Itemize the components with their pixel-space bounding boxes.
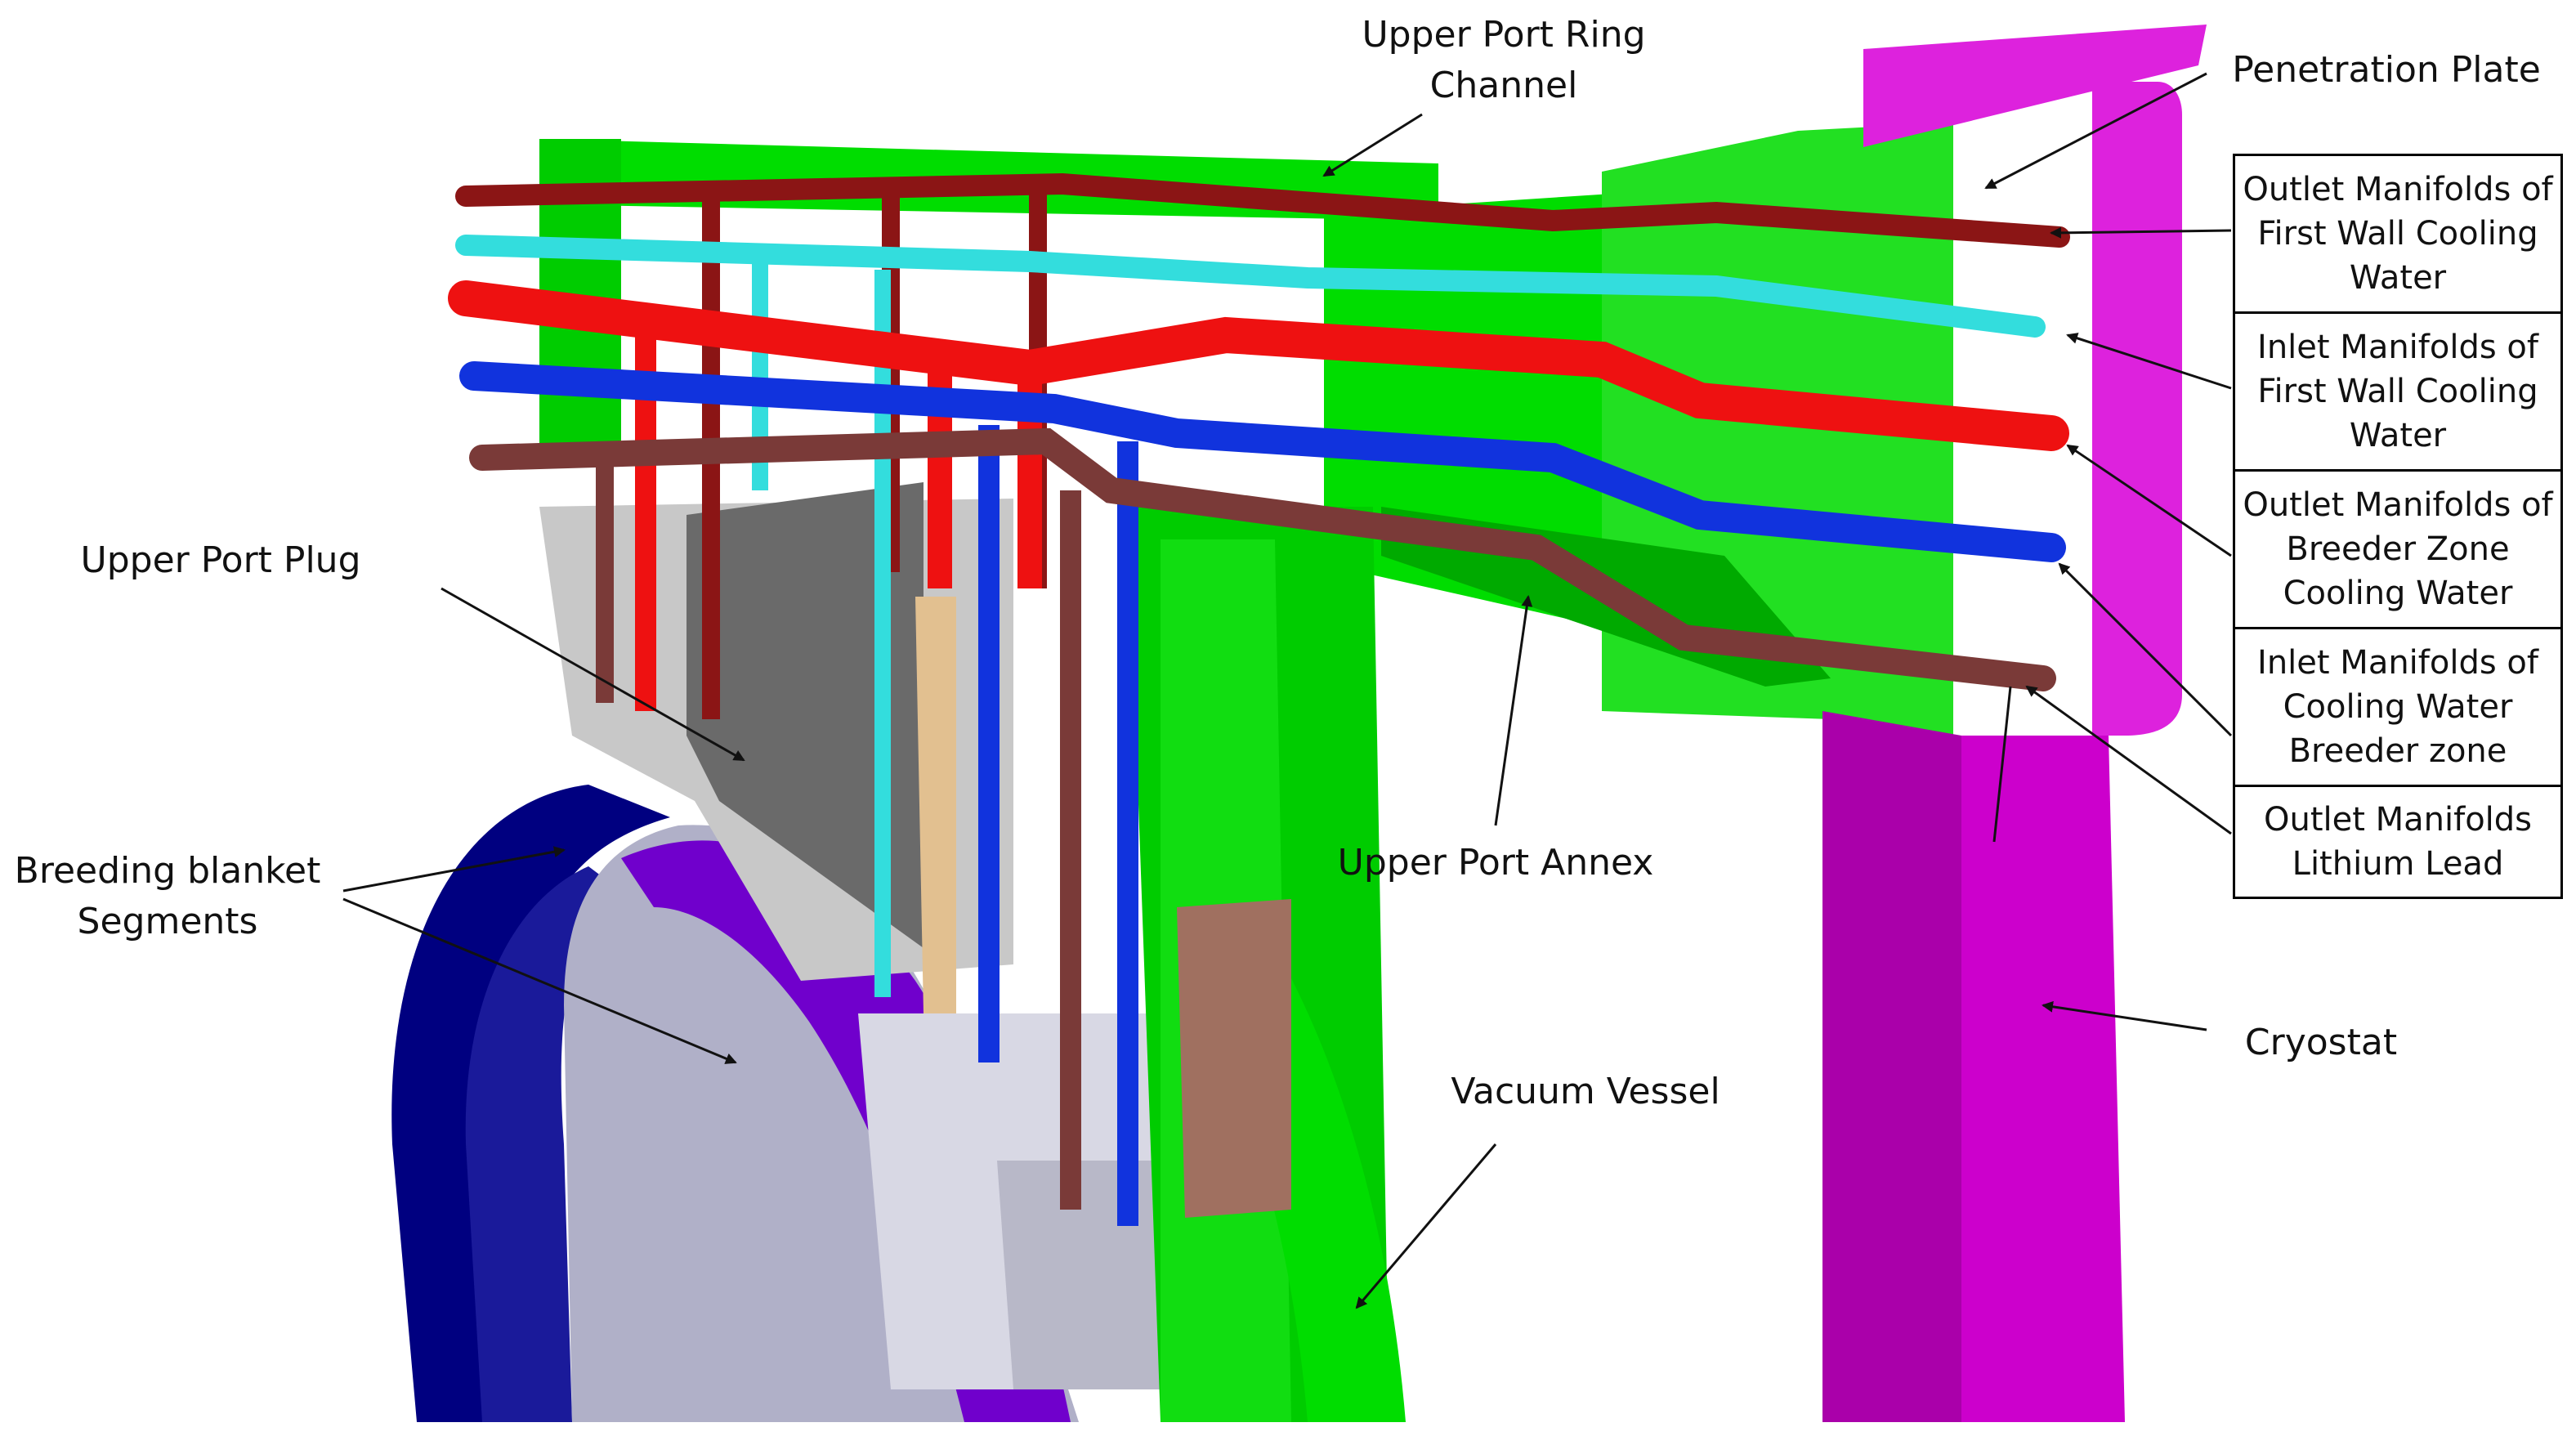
box-outlet-lithium-lead: Outlet Manifolds Lithium Lead — [2233, 785, 2563, 899]
pipe-lithium-lead — [469, 427, 2056, 1210]
label-breeding-blanket-segments: Breeding blanket Segments — [14, 850, 321, 942]
box-outlet-first-wall: Outlet Manifolds of First Wall Cooling W… — [2233, 154, 2563, 314]
label-vacuum-vessel: Vacuum Vessel — [1451, 1071, 1720, 1112]
label-cryostat: Cryostat — [2244, 1022, 2398, 1063]
cryostat-wall — [1822, 25, 2207, 1422]
label-penetration-plate: Penetration Plate — [2232, 49, 2541, 91]
label-upper-port-ring-channel: Upper Port Ring Channel — [1362, 14, 1646, 106]
box-inlet-breeder-zone: Inlet Manifolds of Cooling Water Breeder… — [2233, 627, 2563, 787]
leader-lines — [342, 72, 2233, 1309]
box-outlet-breeder-zone: Outlet Manifolds of Breeder Zone Cooling… — [2233, 469, 2563, 629]
box-inlet-first-wall: Inlet Manifolds of First Wall Cooling Wa… — [2233, 311, 2563, 472]
tan-plates — [915, 597, 1291, 1218]
label-upper-port-plug: Upper Port Plug — [80, 539, 361, 581]
pipe-breeder-inlet — [459, 361, 2066, 1226]
breeding-blanket-inboard — [391, 785, 670, 1422]
label-upper-port-annex: Upper Port Annex — [1337, 842, 1654, 884]
